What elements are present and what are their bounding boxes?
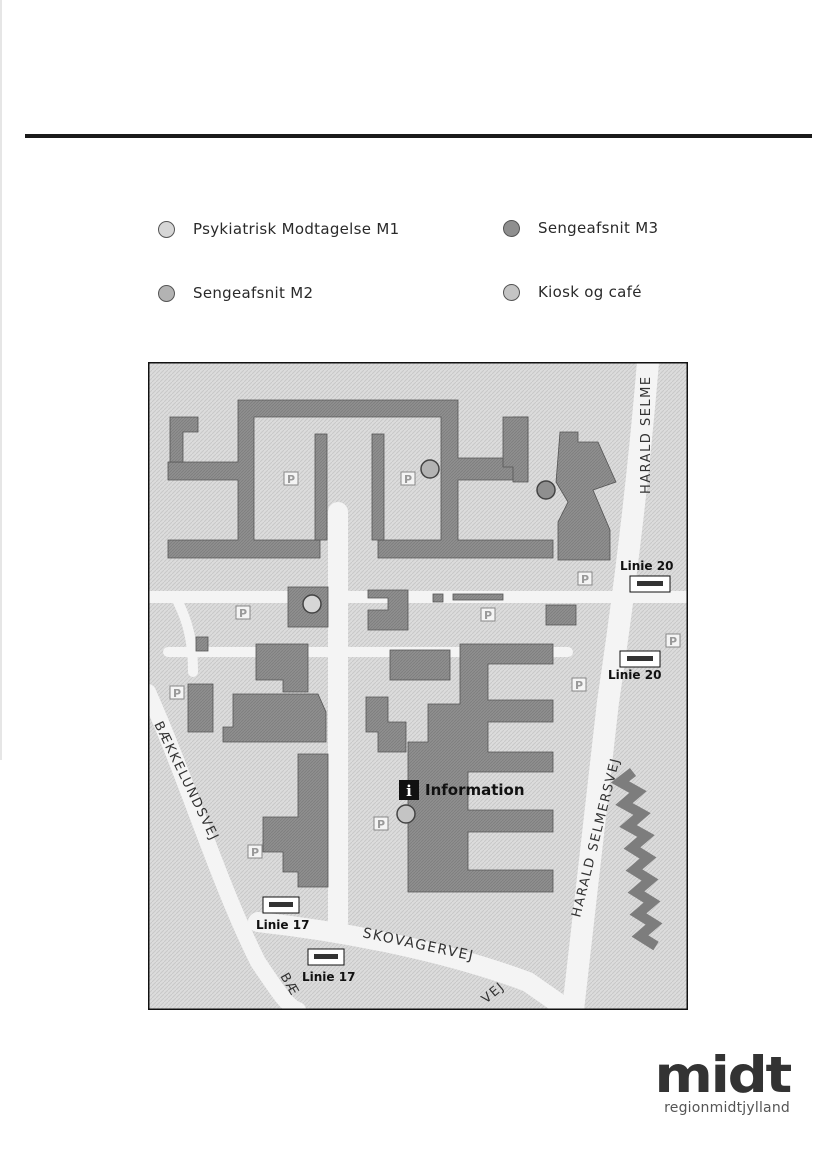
parking-icon: P — [480, 607, 496, 622]
road-network — [148, 362, 688, 1010]
svg-text:Linie 20: Linie 20 — [608, 668, 661, 682]
legend-m3-label: Sengeafsnit M3 — [538, 219, 659, 237]
parking-icon: P — [373, 816, 389, 831]
svg-text:P: P — [669, 635, 677, 648]
building-m2-annex — [389, 649, 451, 681]
parking-icon: P — [235, 605, 251, 620]
parking-icon: P — [577, 571, 593, 586]
legend-m2-icon — [158, 284, 175, 302]
legend-m1: Psykiatrisk Modtagelse M1 — [158, 220, 399, 238]
building-m2 — [407, 643, 554, 893]
legend-m3: Sengeafsnit M3 — [503, 219, 658, 237]
svg-text:P: P — [377, 818, 385, 831]
marker-kiosk-dot-icon — [396, 804, 416, 824]
building-far-west — [187, 683, 214, 733]
svg-text:P: P — [581, 573, 589, 586]
building-south-west — [262, 753, 329, 888]
legend-m3-icon — [503, 219, 520, 237]
street-harald-top: HARALD SELME — [639, 375, 654, 494]
building-inner-wing-right — [371, 433, 385, 541]
parking-markers: P P P P P P P P P P — [169, 471, 681, 859]
parking-icon: P — [400, 471, 416, 486]
header-rule — [25, 134, 812, 138]
svg-text:P: P — [575, 679, 583, 692]
building-inner-wing-left — [314, 433, 328, 541]
legend-kiosk-label: Kiosk og café — [538, 283, 642, 301]
logo-wordmark: midt — [654, 1046, 793, 1104]
svg-text:P: P — [404, 473, 412, 486]
bus-stop-top-right: Linie 20 — [620, 559, 673, 593]
map-frame — [148, 362, 688, 1010]
hospital-map: P P P P P P P P P P i Information Linie … — [148, 362, 688, 1010]
parking-icon: P — [247, 844, 263, 859]
building-m3 — [555, 431, 617, 561]
legend-m1-icon — [158, 220, 175, 238]
legend-kiosk-icon — [503, 283, 520, 301]
svg-text:P: P — [251, 846, 259, 859]
parking-icon: P — [665, 633, 681, 648]
marker-m1-dot-icon — [302, 594, 322, 614]
bus-stop-bottom-left: Linie 17 — [256, 896, 309, 932]
svg-text:Linie 20: Linie 20 — [620, 559, 673, 573]
marker-m2-dot-icon — [420, 459, 440, 479]
marker-m3-dot-icon — [536, 480, 556, 500]
parking-icon: P — [283, 471, 299, 486]
page-edge — [0, 0, 2, 760]
svg-text:Linie 17: Linie 17 — [256, 918, 309, 932]
info-icon — [399, 780, 419, 800]
parking-icon: P — [571, 677, 587, 692]
building-central — [367, 589, 409, 631]
legend-m2-label: Sengeafsnit M2 — [193, 284, 314, 302]
building-west-cluster — [255, 643, 309, 693]
building-zigzag — [610, 768, 663, 951]
building-kiosk-small — [432, 593, 444, 603]
building-west-middle — [222, 693, 327, 743]
legend-m2: Sengeafsnit M2 — [158, 284, 313, 302]
parking-icon: P — [169, 685, 185, 700]
building-east-wing — [502, 416, 529, 483]
svg-text:P: P — [287, 473, 295, 486]
svg-text:P: P — [484, 609, 492, 622]
building-strip — [452, 593, 504, 601]
information-label: Information — [425, 781, 525, 799]
legend-kiosk: Kiosk og café — [503, 283, 642, 301]
building-west-wing — [169, 416, 199, 463]
logo-subtitle: regionmidtjylland — [664, 1100, 790, 1116]
svg-text:Linie 17: Linie 17 — [302, 970, 355, 984]
legend-m1-label: Psykiatrisk Modtagelse M1 — [193, 220, 400, 238]
bus-stop-bottom-mid: Linie 17 — [302, 948, 355, 984]
svg-text:P: P — [173, 687, 181, 700]
bus-stops: Linie 20 Linie 20 Linie 17 Linie 17 — [256, 559, 673, 984]
building-tiny-west — [195, 636, 209, 652]
svg-text:P: P — [239, 607, 247, 620]
information-marker: i Information — [399, 780, 525, 800]
building-east-small — [545, 604, 577, 626]
svg-text:i: i — [406, 782, 412, 800]
bus-stop-mid-right: Linie 20 — [608, 650, 661, 682]
region-logo: midt regionmidtjylland — [640, 1050, 793, 1116]
building-m2-west — [365, 696, 407, 753]
